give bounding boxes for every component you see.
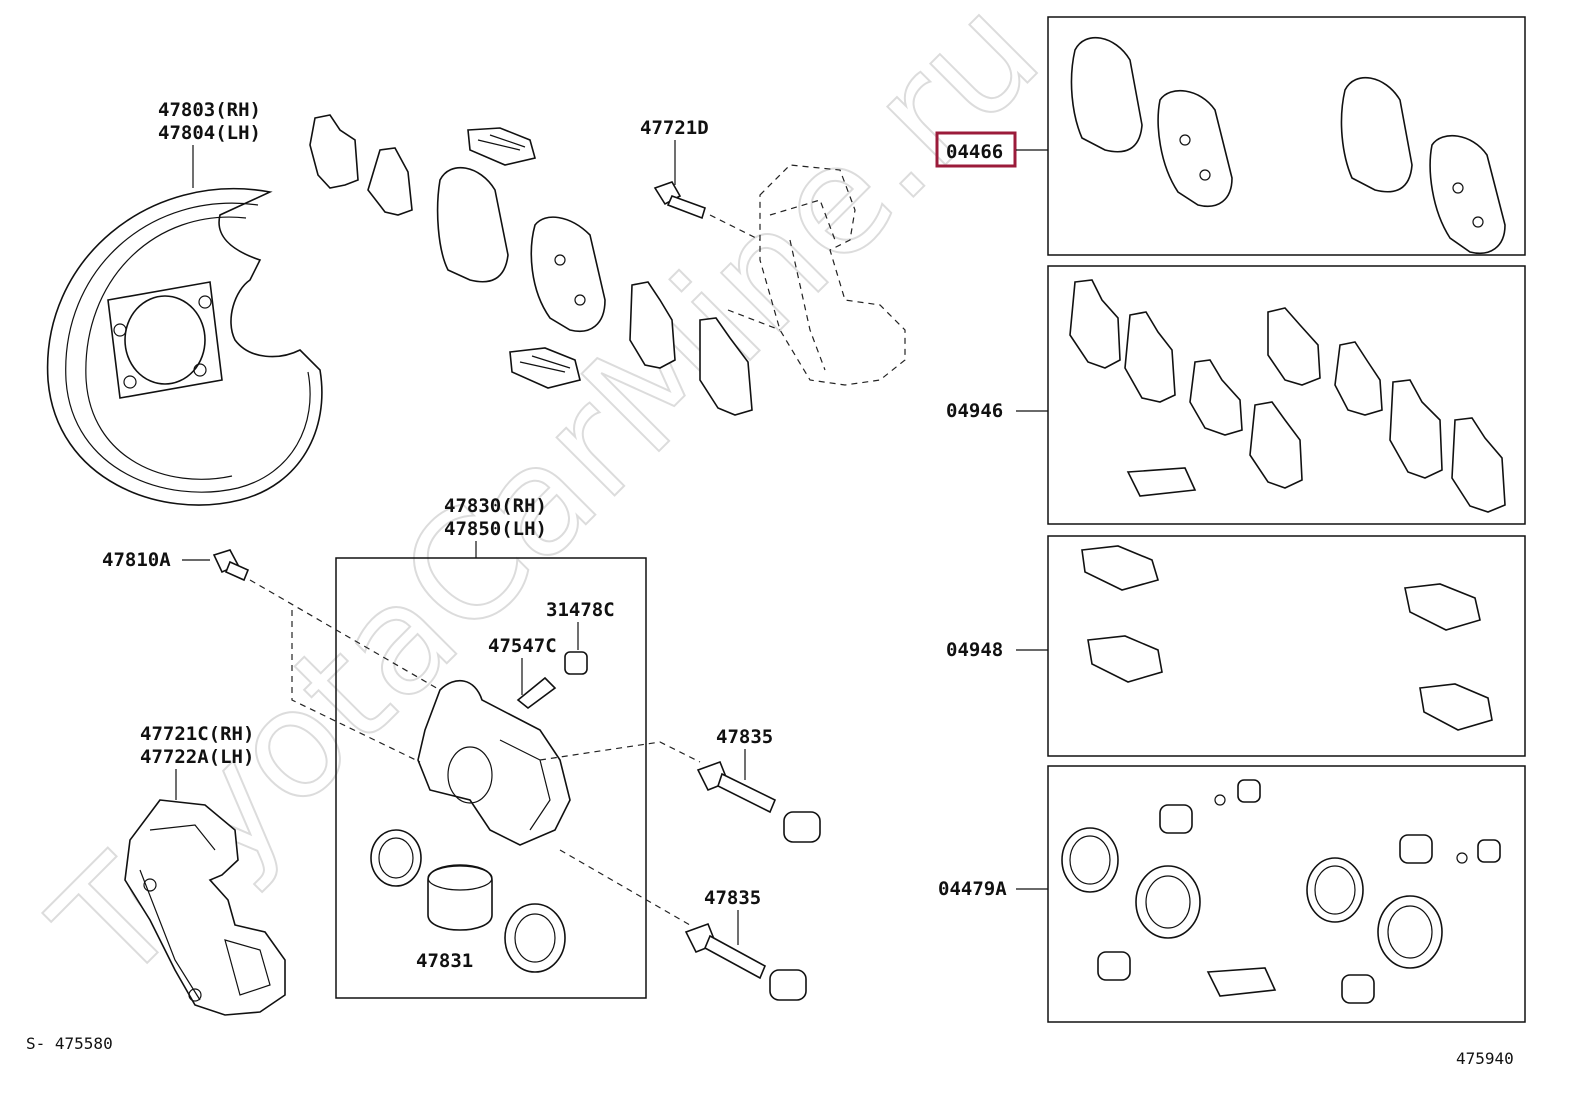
caliper-mounting bbox=[124, 799, 286, 1016]
kit-box-04479a bbox=[1047, 765, 1526, 1023]
label-04946[interactable]: 04946 bbox=[946, 400, 1003, 422]
piston bbox=[427, 864, 493, 931]
label-47835-lower: 47835 bbox=[704, 887, 761, 909]
footer-left-code: S- 475580 bbox=[26, 1034, 113, 1053]
kit-04946-shims bbox=[1069, 279, 1506, 513]
cylinder-boot bbox=[504, 903, 566, 973]
label-31478c: 31478C bbox=[546, 599, 615, 621]
label-47721c: 47721C(RH) bbox=[140, 723, 254, 745]
label-47830: 47830(RH) bbox=[444, 495, 547, 517]
bolt-47721d bbox=[653, 181, 706, 220]
highlight-frame-04466 bbox=[935, 131, 1017, 168]
label-47831: 47831 bbox=[416, 950, 473, 972]
brake-pads-top bbox=[436, 166, 606, 332]
footer-right-code: 475940 bbox=[1456, 1049, 1514, 1068]
cylinder-body bbox=[417, 679, 571, 846]
kit-box-04466 bbox=[1047, 16, 1526, 256]
pad-clips-bottom bbox=[509, 347, 581, 389]
kit-04466-pads bbox=[1070, 36, 1506, 254]
caliper-box bbox=[335, 557, 647, 999]
dust-cover bbox=[46, 187, 323, 506]
label-04479a[interactable]: 04479A bbox=[938, 878, 1007, 900]
label-47803: 47803(RH) bbox=[158, 99, 261, 121]
label-47804: 47804(LH) bbox=[158, 122, 261, 144]
kit-04948-clips bbox=[1081, 545, 1493, 731]
label-04466[interactable]: 04466 bbox=[946, 141, 1003, 163]
bleeder-plug bbox=[516, 676, 557, 710]
label-47850: 47850(LH) bbox=[444, 518, 547, 540]
label-47722a: 47722A(LH) bbox=[140, 746, 254, 768]
label-47810a: 47810A bbox=[102, 549, 171, 571]
mounting-phantom bbox=[709, 164, 906, 386]
label-47547c: 47547C bbox=[488, 635, 557, 657]
bleeder-cap bbox=[564, 651, 588, 675]
anti-squeal-shims-bottom bbox=[629, 281, 753, 416]
label-47835-upper: 47835 bbox=[716, 726, 773, 748]
anti-squeal-shims-top bbox=[309, 114, 413, 216]
kit-box-04946 bbox=[1047, 265, 1526, 525]
kit-box-04948 bbox=[1047, 535, 1526, 757]
pad-clips-top bbox=[467, 127, 536, 166]
guide-pin-upper bbox=[696, 760, 821, 843]
label-47721d: 47721D bbox=[640, 117, 709, 139]
label-04948[interactable]: 04948 bbox=[946, 639, 1003, 661]
kit-04479a-seals bbox=[1061, 779, 1501, 1004]
guide-pin-lower bbox=[684, 922, 807, 1001]
